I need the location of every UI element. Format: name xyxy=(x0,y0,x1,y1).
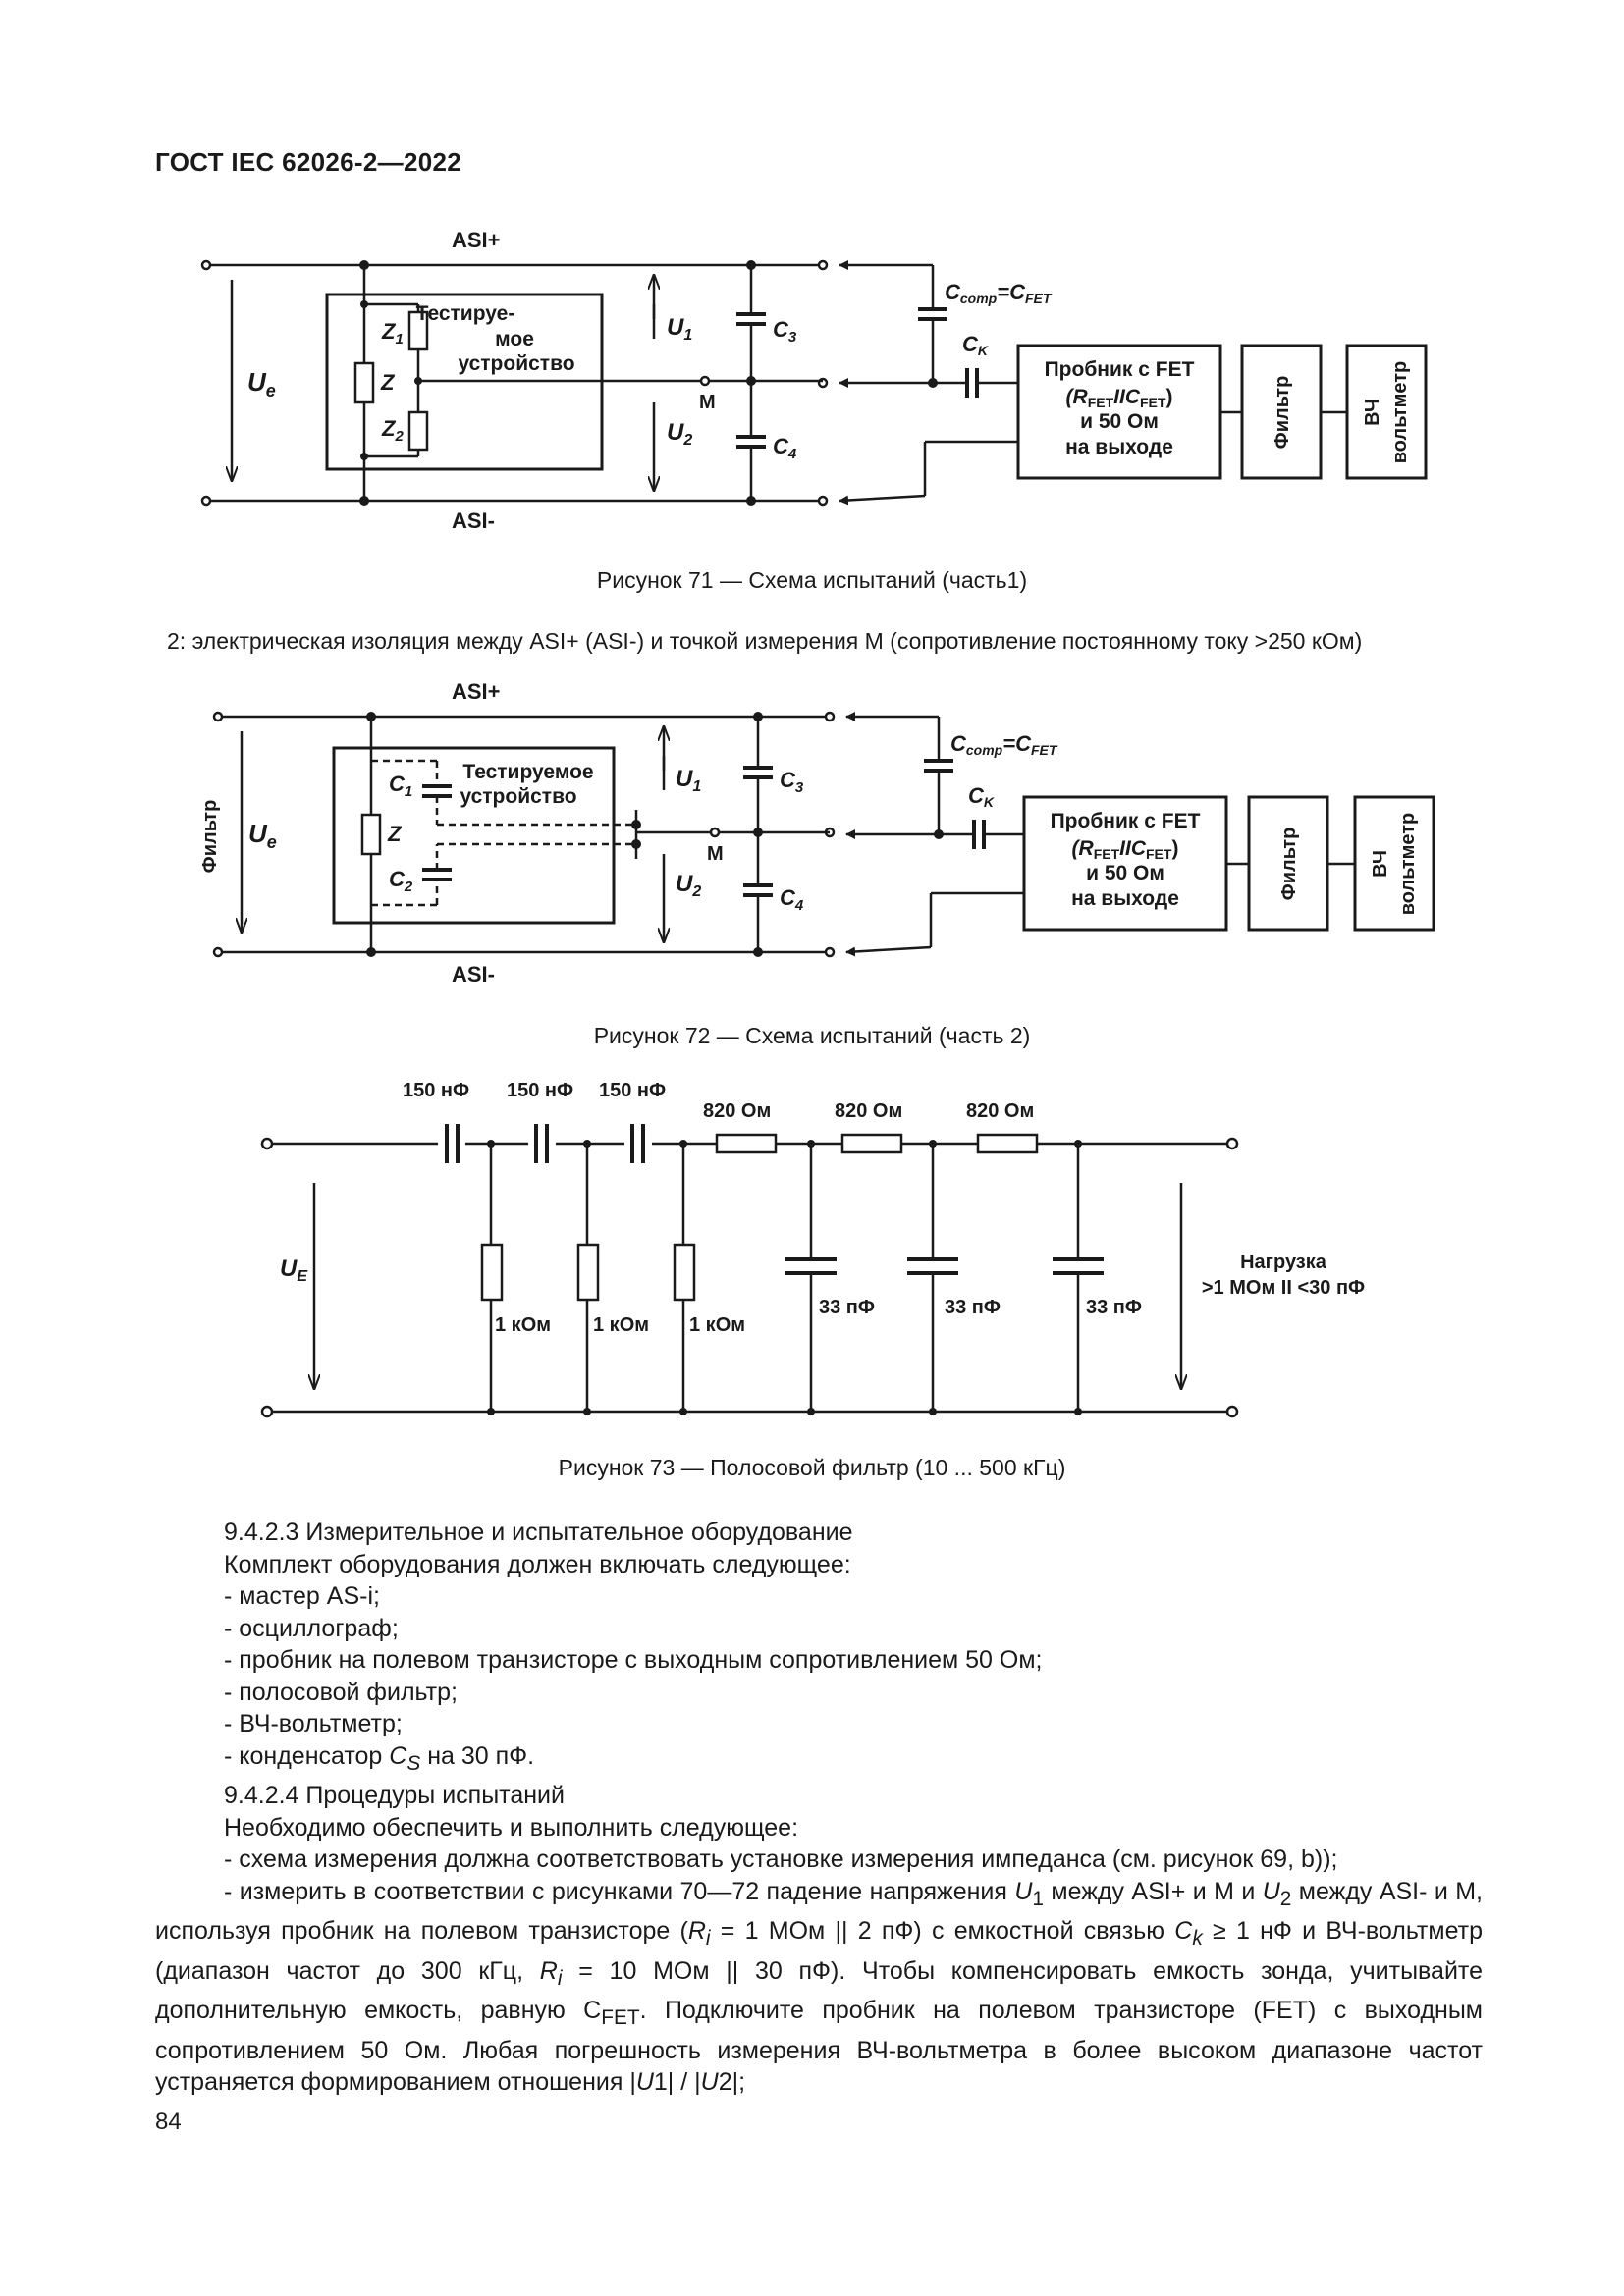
list-item: - осциллограф; xyxy=(224,1614,399,1642)
figure-73-diagram: 150 нФ 150 нФ 150 нФ 820 Ом 820 Ом 820 О… xyxy=(260,1080,1365,1418)
shunt-res-label-1: 1 кОм xyxy=(495,1314,551,1336)
list-item: - ВЧ-вольтметр; xyxy=(224,1710,403,1737)
cap-label-2: 150 нФ xyxy=(507,1080,573,1101)
probe-label-2: (RFETIICFET) xyxy=(1066,386,1173,410)
probe72-label-2: (RFETIICFET) xyxy=(1072,837,1179,862)
cap-label-3: 150 нФ xyxy=(599,1080,666,1101)
res-label-1: 820 Ом xyxy=(703,1100,771,1122)
ck-label: CK xyxy=(962,332,989,358)
dut-label-1: Тестируе- xyxy=(416,302,515,325)
filter-box-label-72: Фильтр xyxy=(1278,828,1300,901)
z-label: Z xyxy=(380,370,396,395)
note-2: 2: электрическая изоляция между ASI+ (AS… xyxy=(167,628,1363,654)
probe72-label-4: на выходе xyxy=(1071,887,1179,910)
ccomp-label: Ccomp=CFET xyxy=(945,280,1053,306)
c3-label-72: C3 xyxy=(780,768,804,796)
section-9-4-2-3-heading: 9.4.2.3 Измерительное и испытательное об… xyxy=(224,1519,853,1546)
u2-label: U2 xyxy=(667,419,692,449)
probe-label-3: и 50 Ом xyxy=(1080,410,1159,433)
rf72-label-1: ВЧ xyxy=(1370,850,1391,878)
ue-label-73: UE xyxy=(280,1255,308,1285)
dut72-label-1: Тестируемое xyxy=(462,761,593,783)
shunt-res-label-3: 1 кОм xyxy=(689,1314,745,1336)
list-item: - полосовой фильтр; xyxy=(224,1678,458,1706)
c4-label: C4 xyxy=(773,434,797,462)
ck-label-72: CK xyxy=(968,783,995,810)
procedure-intro: Необходимо обеспечить и выполнить следую… xyxy=(224,1813,799,1842)
res-label-2: 820 Ом xyxy=(835,1100,902,1122)
rf-voltmeter-label-2: вольтметр xyxy=(1389,361,1411,463)
figure-72-caption: Рисунок 72 — Схема испытаний (часть 2) xyxy=(593,1023,1031,1048)
shunt-cap-label-3: 33 пФ xyxy=(1086,1297,1142,1318)
c1-label: C1 xyxy=(389,772,412,800)
probe-label-1: Пробник с FET xyxy=(1045,358,1195,381)
z1-label: Z1 xyxy=(381,319,404,347)
z-label-72: Z xyxy=(387,822,403,846)
figure-71-diagram: ASI+ ASI- Ue Тестируе- мое устройство Z … xyxy=(200,228,1428,533)
figure-72-diagram: ASI+ ASI- Фильтр Ue Тестируемое устройст… xyxy=(199,679,1435,987)
list-item: - схема измерения должна соответствовать… xyxy=(224,1845,1338,1873)
c3-label: C3 xyxy=(773,317,797,346)
ccomp-label-72: Ccomp=CFET xyxy=(950,731,1058,758)
z2-label: Z2 xyxy=(381,416,404,445)
list-item: - мастер AS-i; xyxy=(224,1582,380,1610)
shunt-res-label-2: 1 кОм xyxy=(593,1314,649,1336)
ue-label-72: Ue xyxy=(248,819,277,852)
list-item: - конденсатор CS на 30 пФ. xyxy=(224,1741,535,1775)
rf72-label-2: вольтметр xyxy=(1397,813,1419,915)
document-header: ГОСТ IEC 62026-2—2022 xyxy=(155,147,461,177)
side-filter-label: Фильтр xyxy=(199,800,221,874)
dut-label-2: мое xyxy=(495,328,534,350)
probe72-label-1: Пробник с FET xyxy=(1051,810,1201,832)
figure-71-caption: Рисунок 71 — Схема испытаний (часть1) xyxy=(596,567,1028,593)
load-label-1: Нагрузка xyxy=(1240,1252,1327,1273)
dut-label-3: устройство xyxy=(458,352,574,375)
m-label-72: M xyxy=(707,843,724,865)
probe72-label-3: и 50 Ом xyxy=(1086,862,1164,884)
cap-label-1: 150 нФ xyxy=(403,1080,469,1101)
res-label-3: 820 Ом xyxy=(966,1100,1034,1122)
asi-minus-label: ASI- xyxy=(452,508,495,533)
asi-plus-label: ASI+ xyxy=(452,228,501,252)
shunt-cap-label-1: 33 пФ xyxy=(819,1297,875,1318)
u1-label-72: U1 xyxy=(676,766,701,795)
page-number: 84 xyxy=(155,2108,182,2135)
m-label: M xyxy=(699,392,716,413)
u2-label-72: U2 xyxy=(676,871,701,900)
dut72-label-2: устройство xyxy=(460,785,576,808)
probe-label-4: на выходе xyxy=(1065,436,1173,458)
ue-label: Ue xyxy=(247,367,276,400)
c2-label: C2 xyxy=(389,867,413,895)
procedure-paragraph: - измерить в соответствии с рисунками 70… xyxy=(155,1877,1483,2097)
figure-73-caption: Рисунок 73 — Полосовой фильтр (10 ... 50… xyxy=(558,1455,1066,1480)
filter-box-label: Фильтр xyxy=(1272,376,1293,450)
load-label-2: >1 МОм II <30 пФ xyxy=(1202,1277,1365,1299)
list-item: - пробник на полевом транзисторе с выход… xyxy=(224,1646,1043,1674)
section-9-4-2-4-heading: 9.4.2.4 Процедуры испытаний xyxy=(224,1782,565,1809)
u1-label: U1 xyxy=(667,314,692,344)
shunt-cap-label-2: 33 пФ xyxy=(945,1297,1001,1318)
asi-minus-label-72: ASI- xyxy=(452,962,495,987)
rf-voltmeter-label: ВЧ xyxy=(1362,399,1383,426)
c4-label-72: C4 xyxy=(780,885,804,914)
asi-plus-label-72: ASI+ xyxy=(452,679,501,704)
body-text: 9.4.2.3 Измерительное и испытательное об… xyxy=(155,1517,1483,2138)
equipment-intro: Комплект оборудования должен включать сл… xyxy=(224,1550,851,1578)
